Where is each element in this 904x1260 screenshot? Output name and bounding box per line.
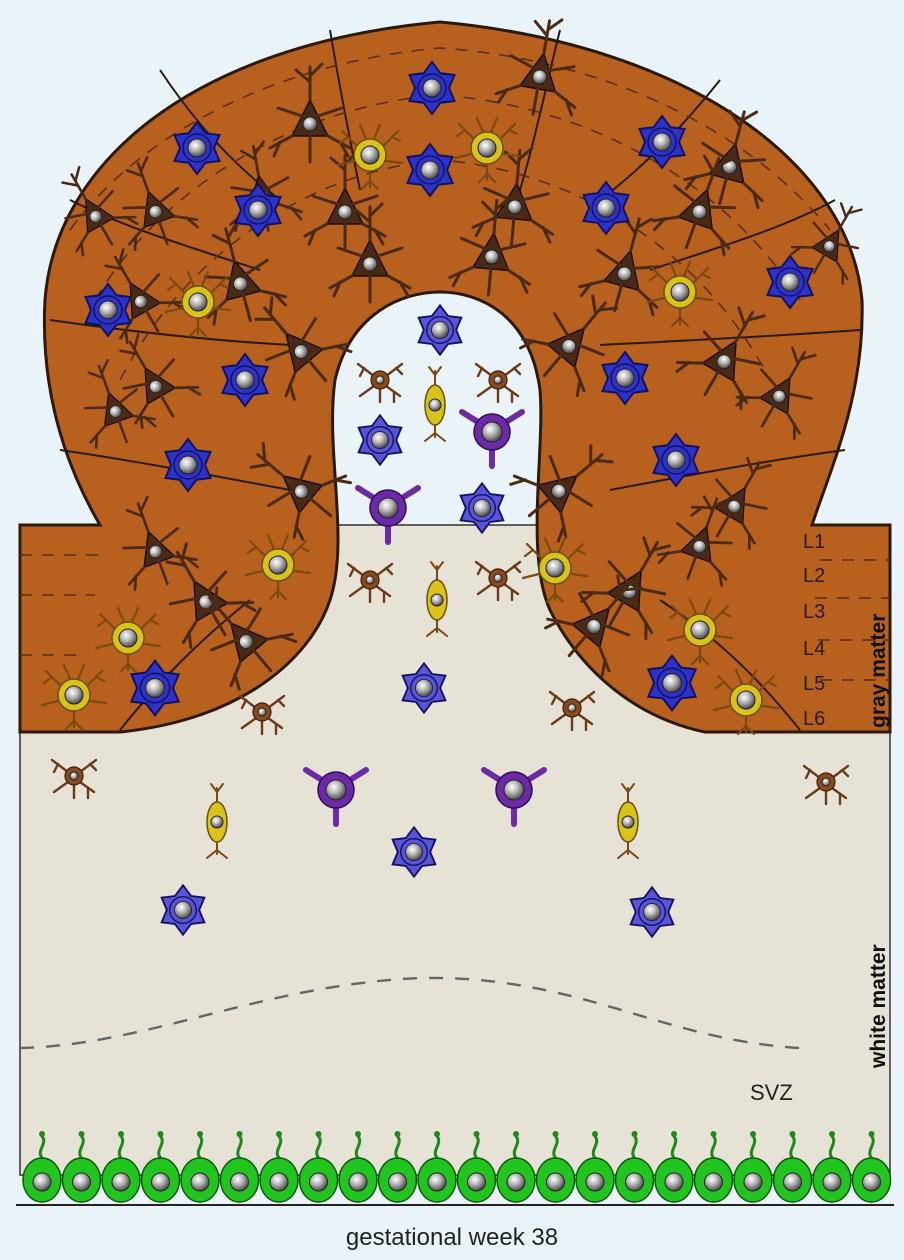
astrocyte-cell xyxy=(359,415,402,464)
layer-label-l2: L2 xyxy=(803,565,825,587)
white-matter-label: white matter xyxy=(867,944,890,1069)
layer-label-l6: L6 xyxy=(803,708,825,730)
gray-matter-label: gray matter xyxy=(867,614,890,728)
bipolar-cell xyxy=(425,367,445,441)
branched-cell xyxy=(476,364,520,402)
layer-label-l5: L5 xyxy=(803,673,825,695)
layer-label-l1: L1 xyxy=(803,531,825,553)
svz-label: SVZ xyxy=(750,1080,793,1105)
purple-cell xyxy=(462,412,522,466)
figure-caption: gestational week 38 xyxy=(346,1224,558,1251)
astrocyte-cell xyxy=(419,305,462,354)
branched-cell xyxy=(358,364,402,402)
layer-label-l4: L4 xyxy=(803,638,825,660)
layer-label-l3: L3 xyxy=(803,601,825,623)
